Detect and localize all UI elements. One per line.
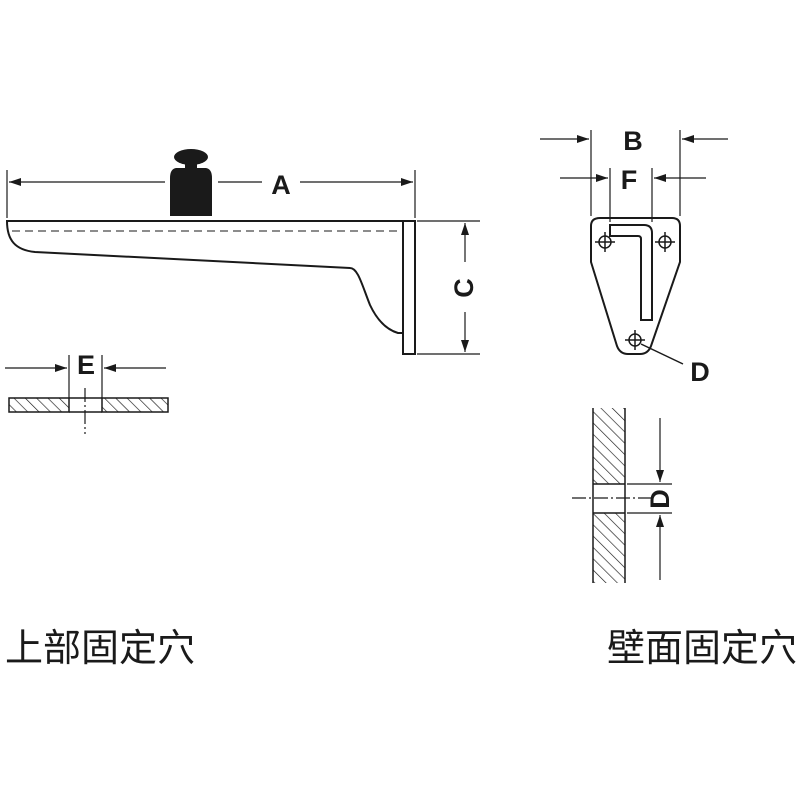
dimension-f [560,168,706,222]
hatched-plate-left [8,397,70,413]
dimension-a [6,170,416,218]
hatched-wall-top [593,408,625,484]
bracket-arm-outline [5,220,404,334]
mount-hole-bottom [625,330,645,350]
wall-plate-front-view [590,217,684,365]
wall-mount-hole-section [572,408,672,583]
dimension-label-e: E [77,350,95,380]
dimension-label-c: C [449,278,479,298]
caption-wall-mount-holes: 壁面固定穴 [607,626,797,670]
caption-top-mount-holes: 上部固定穴 [5,626,195,670]
dimension-label-f: F [621,165,638,195]
arm-section-outline [609,224,653,321]
hatched-plate-right [101,397,169,413]
wall-plate [402,220,416,355]
leader-d [640,343,684,365]
mount-hole-top-left [595,232,615,252]
dimension-label-a: A [271,170,291,200]
dimension-b [540,130,728,216]
dimension-label-b: B [623,126,643,156]
mount-hole-top-right [655,232,675,252]
hatched-wall-bottom [593,513,625,583]
bracket-side-view [5,220,416,355]
wall-plate-outline [590,217,681,355]
top-mount-hole-section [5,355,169,434]
load-weight-icon [170,149,212,216]
dimension-label-d-section: D [645,489,675,509]
dimension-c [417,220,480,355]
dimension-label-d: D [690,357,710,387]
